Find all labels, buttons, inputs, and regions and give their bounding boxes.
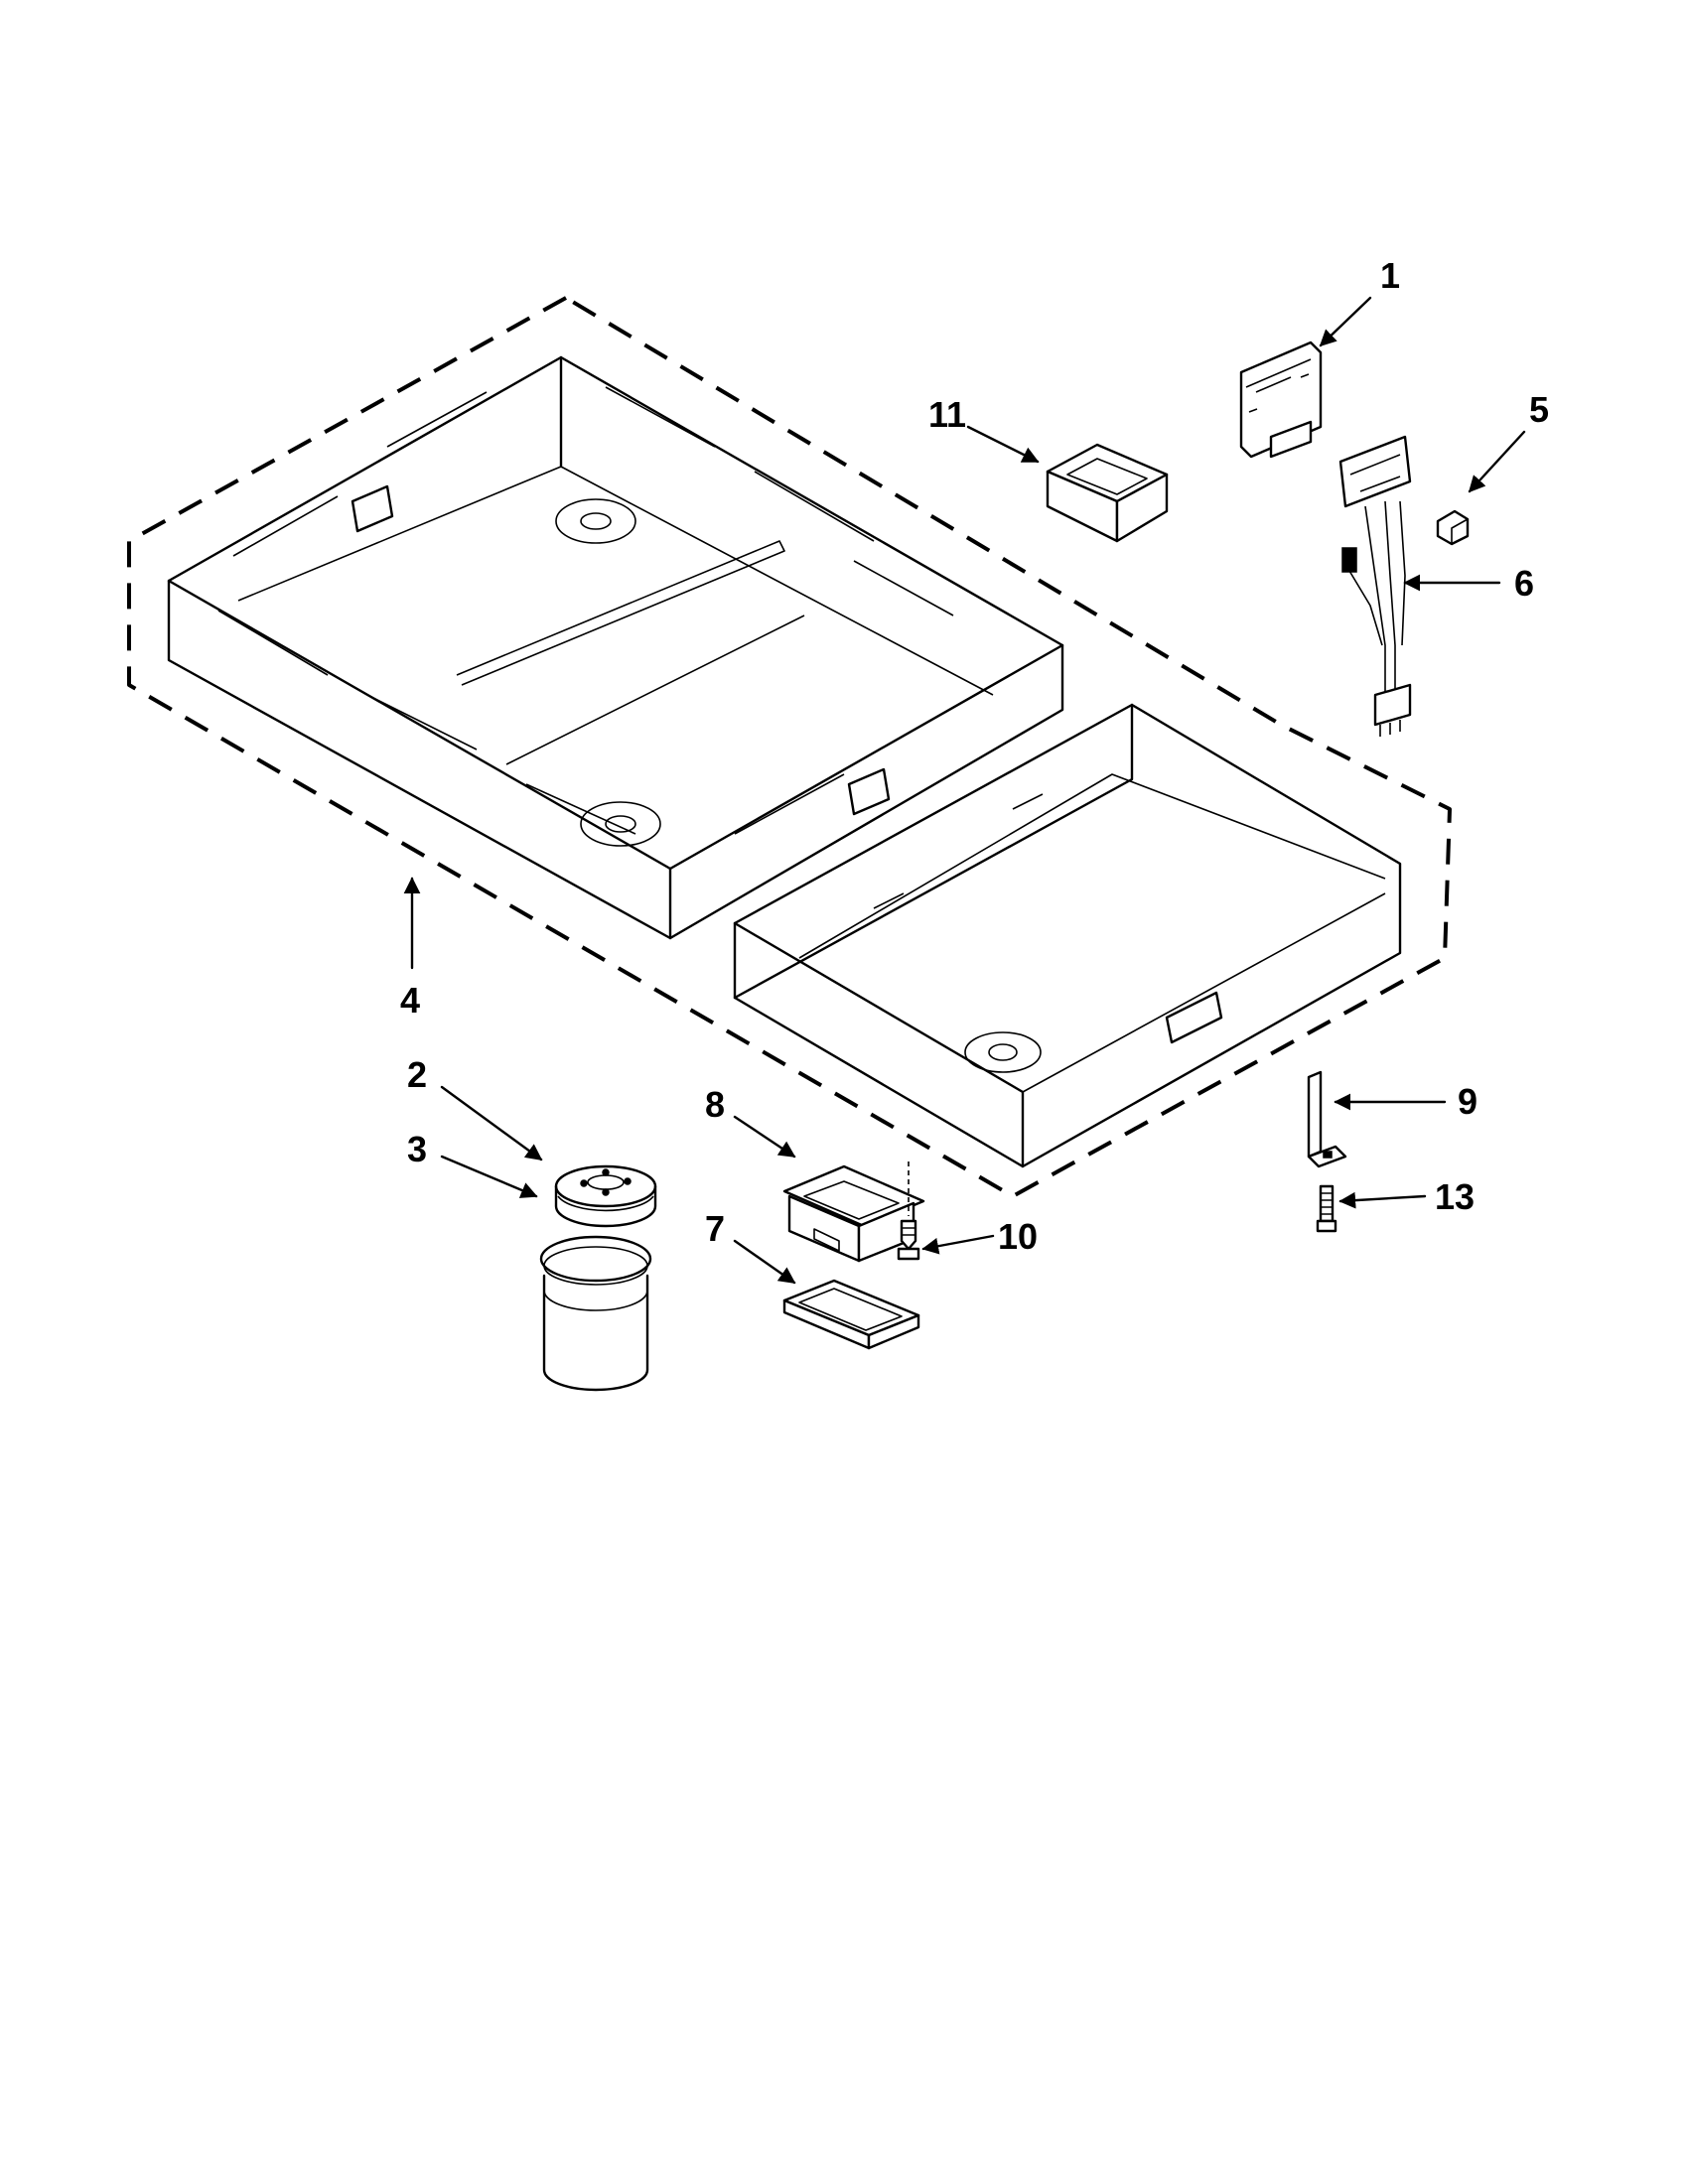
part-11-junction-box [1046, 443, 1169, 543]
assembly-boundary-dashed [127, 296, 1452, 1198]
leader-arrow-11 [966, 425, 1040, 464]
part-7-cover-plate [782, 1279, 920, 1350]
callout-labels: 1 11 5 6 4 2 3 8 7 10 9 13 [400, 255, 1549, 1257]
callout-9: 9 [1458, 1081, 1477, 1122]
part-1-bracket [1239, 341, 1323, 459]
leader-arrow-3 [440, 1155, 538, 1198]
leader-arrow-10 [921, 1234, 995, 1255]
part-5-clip [1436, 509, 1470, 546]
leader-arrow-8 [733, 1115, 796, 1159]
leader-arrow-13 [1338, 1191, 1427, 1209]
part-10-screw [897, 1161, 920, 1261]
callout-13: 13 [1435, 1176, 1475, 1217]
leader-arrow-2 [440, 1085, 543, 1161]
leader-arrow-1 [1319, 296, 1372, 347]
part-9-bracket-strap [1307, 1070, 1347, 1168]
callout-7: 7 [705, 1208, 725, 1249]
leader-arrow-5 [1468, 430, 1526, 493]
callout-11: 11 [928, 394, 966, 435]
hood-liner-small-tray [733, 703, 1402, 1168]
hood-liner-large-tray [167, 355, 1064, 940]
callout-1: 1 [1380, 255, 1400, 296]
callout-4: 4 [400, 980, 420, 1021]
callout-5: 5 [1529, 389, 1549, 430]
callout-10: 10 [998, 1216, 1038, 1257]
part-8-receptacle-box [782, 1164, 925, 1263]
part-13-bolt [1316, 1184, 1337, 1233]
callout-6: 6 [1514, 563, 1534, 604]
leader-arrows [403, 296, 1526, 1285]
part-6-wire-harness [1338, 435, 1412, 737]
part-2-plug [554, 1164, 657, 1228]
callout-3: 3 [407, 1129, 427, 1169]
leader-arrow-7 [733, 1239, 796, 1285]
part-3-duct-collar [539, 1235, 652, 1392]
callout-2: 2 [407, 1054, 427, 1095]
callout-8: 8 [705, 1084, 725, 1125]
